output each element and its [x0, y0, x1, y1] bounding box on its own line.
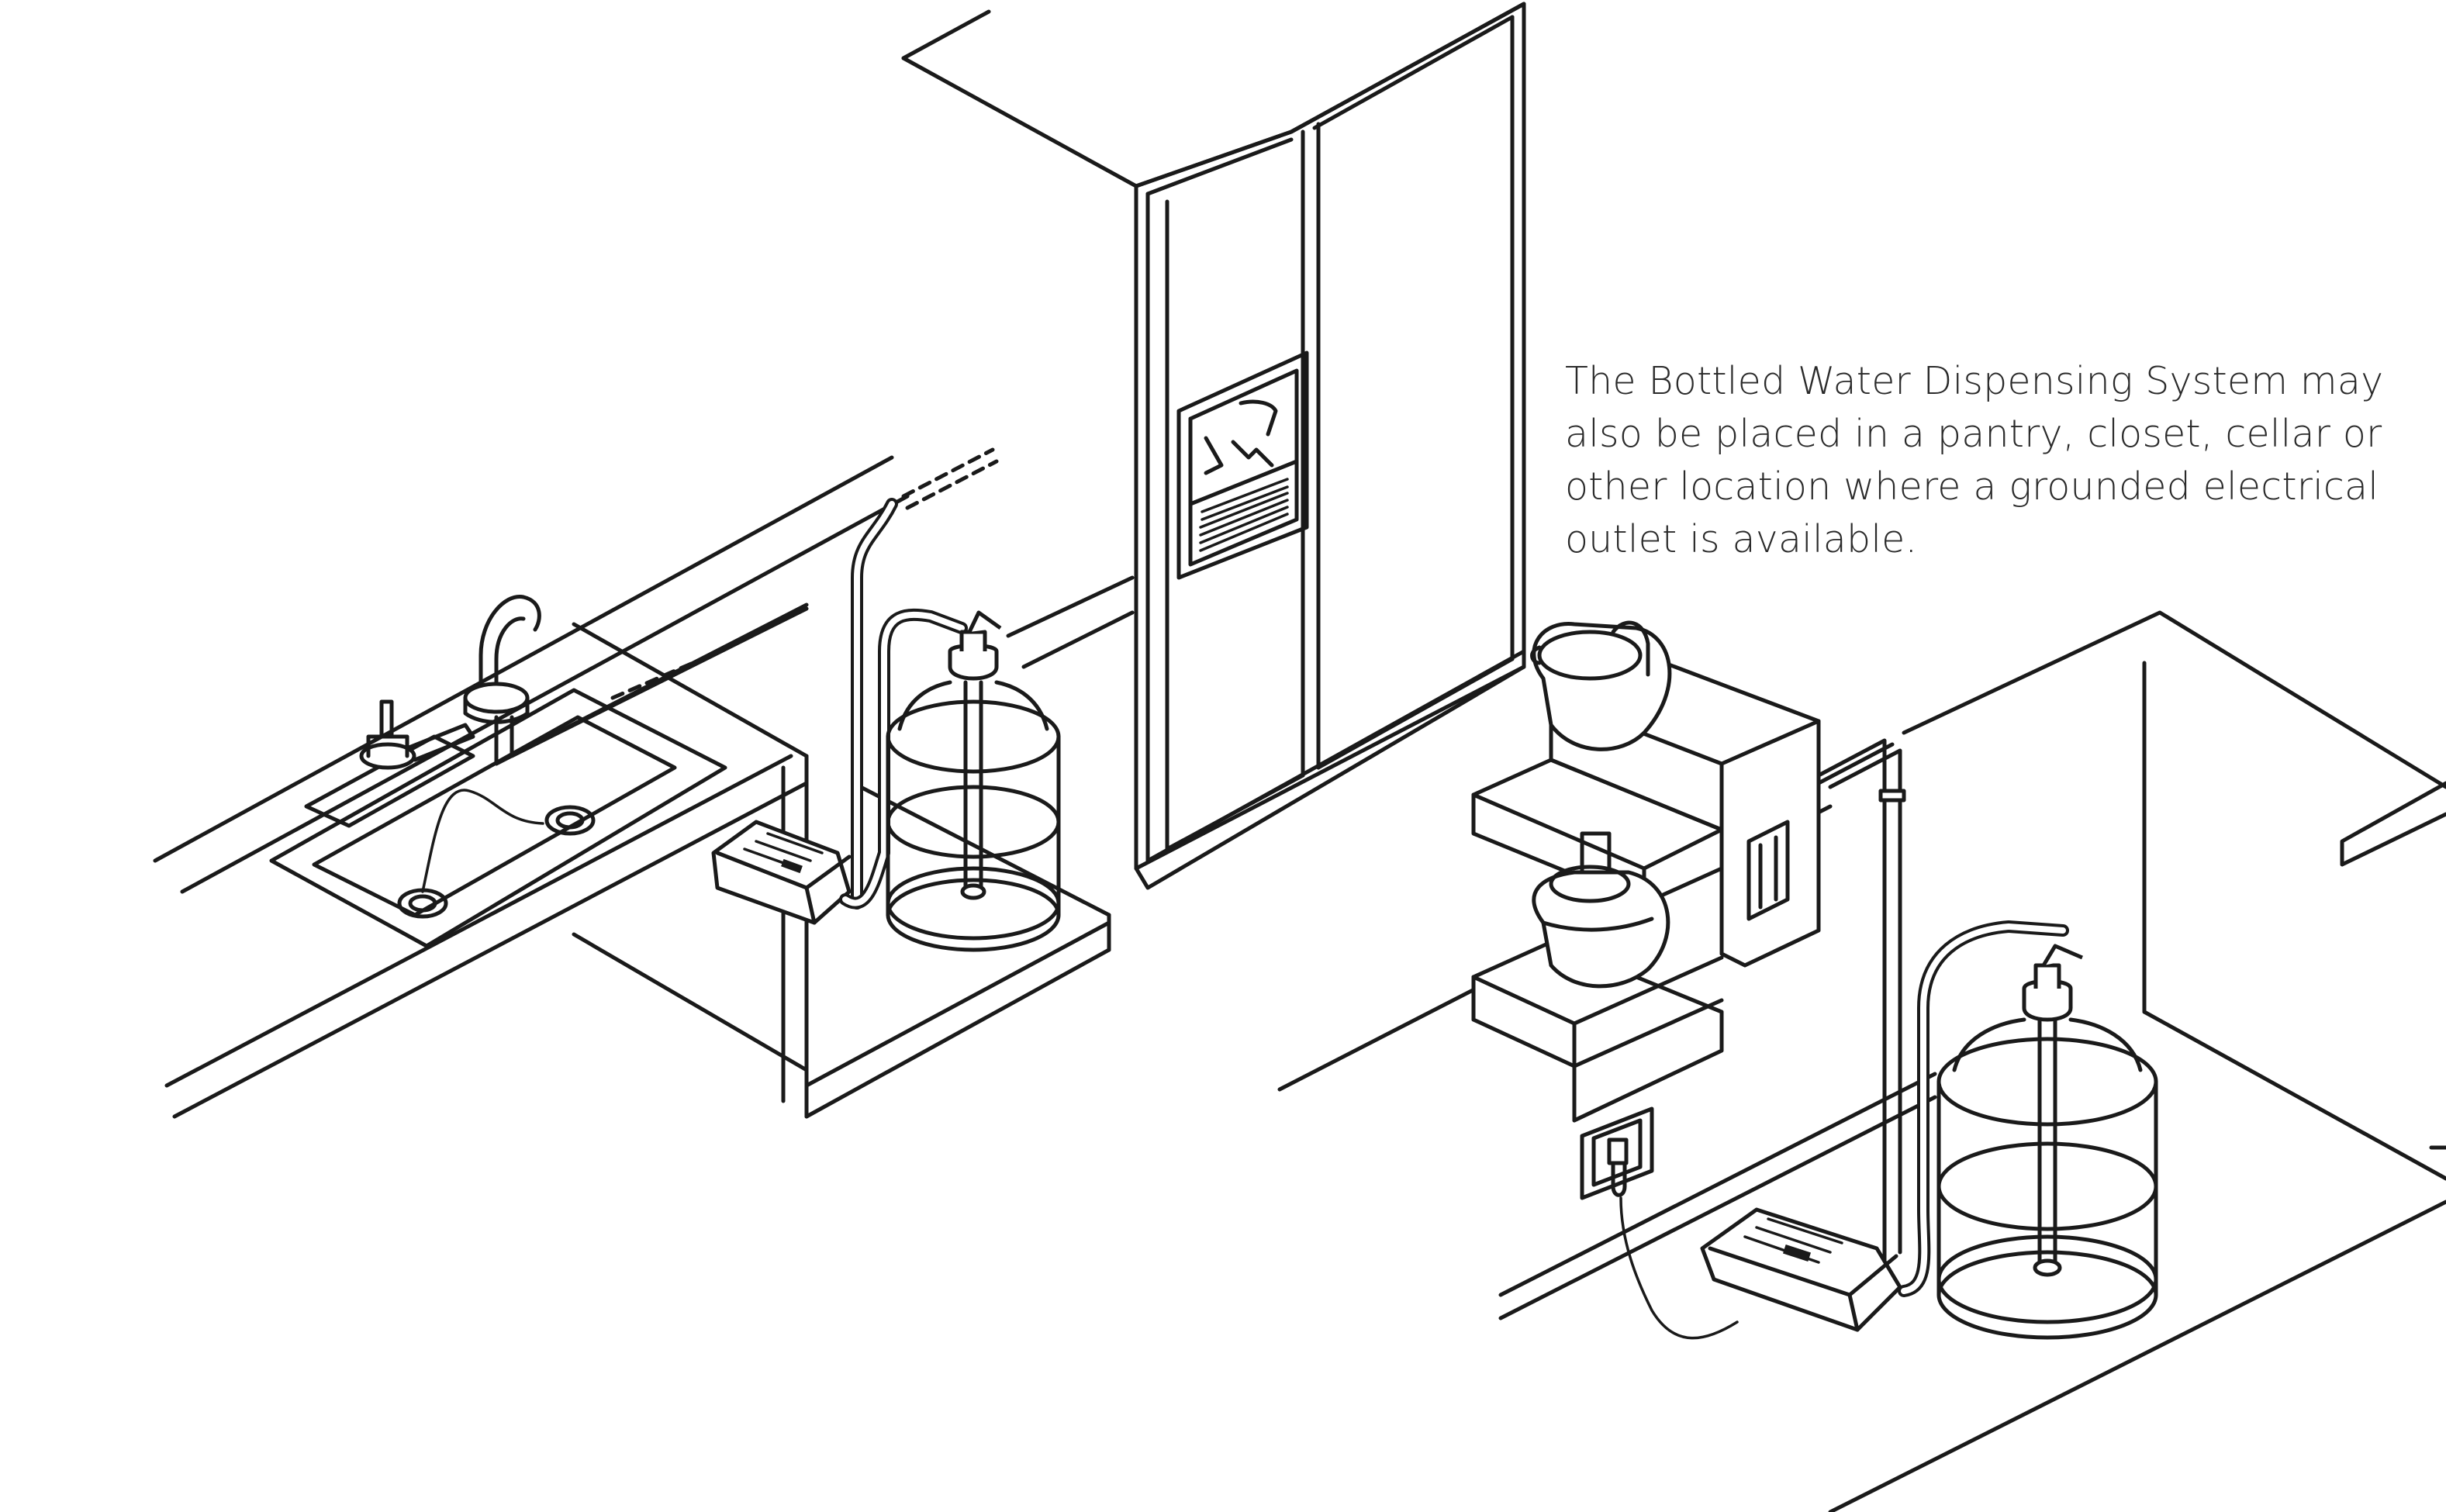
right-water-bottle	[1936, 944, 2158, 1340]
right-room-lines	[1277, 610, 2446, 1512]
coffee-maker	[1471, 620, 1821, 1123]
right-tubing	[1816, 738, 2069, 1297]
left-water-bottle	[886, 610, 1061, 952]
electrical-outlet	[1580, 1106, 1739, 1340]
sink-faucet	[359, 595, 541, 770]
caption-text: The Bottled Water Dispensing System may …	[1565, 359, 2384, 561]
refrigerator	[901, 2, 1526, 890]
under-sink-tubing	[494, 447, 999, 910]
right-pump-unit	[1700, 1207, 1902, 1332]
left-pump-unit	[711, 608, 968, 925]
